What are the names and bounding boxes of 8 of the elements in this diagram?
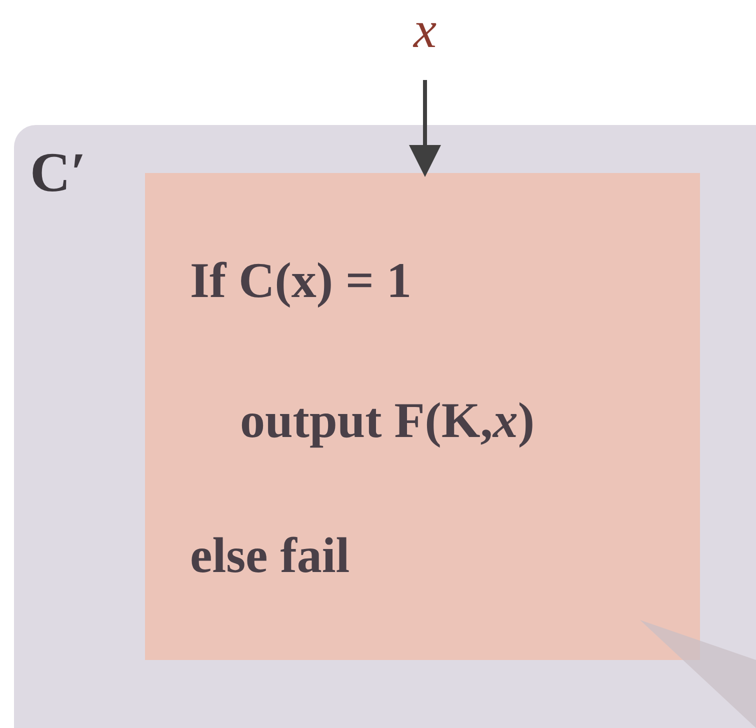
arrow <box>409 80 441 177</box>
code-box <box>145 173 700 660</box>
code-line: If C(x) = 1 <box>190 253 412 308</box>
circuit-label: C′ <box>30 145 86 201</box>
circuit-box <box>14 125 756 728</box>
input-variable: x <box>395 0 455 62</box>
code-line: else fail <box>190 528 350 583</box>
code-line: output F(K,x) <box>240 393 534 448</box>
